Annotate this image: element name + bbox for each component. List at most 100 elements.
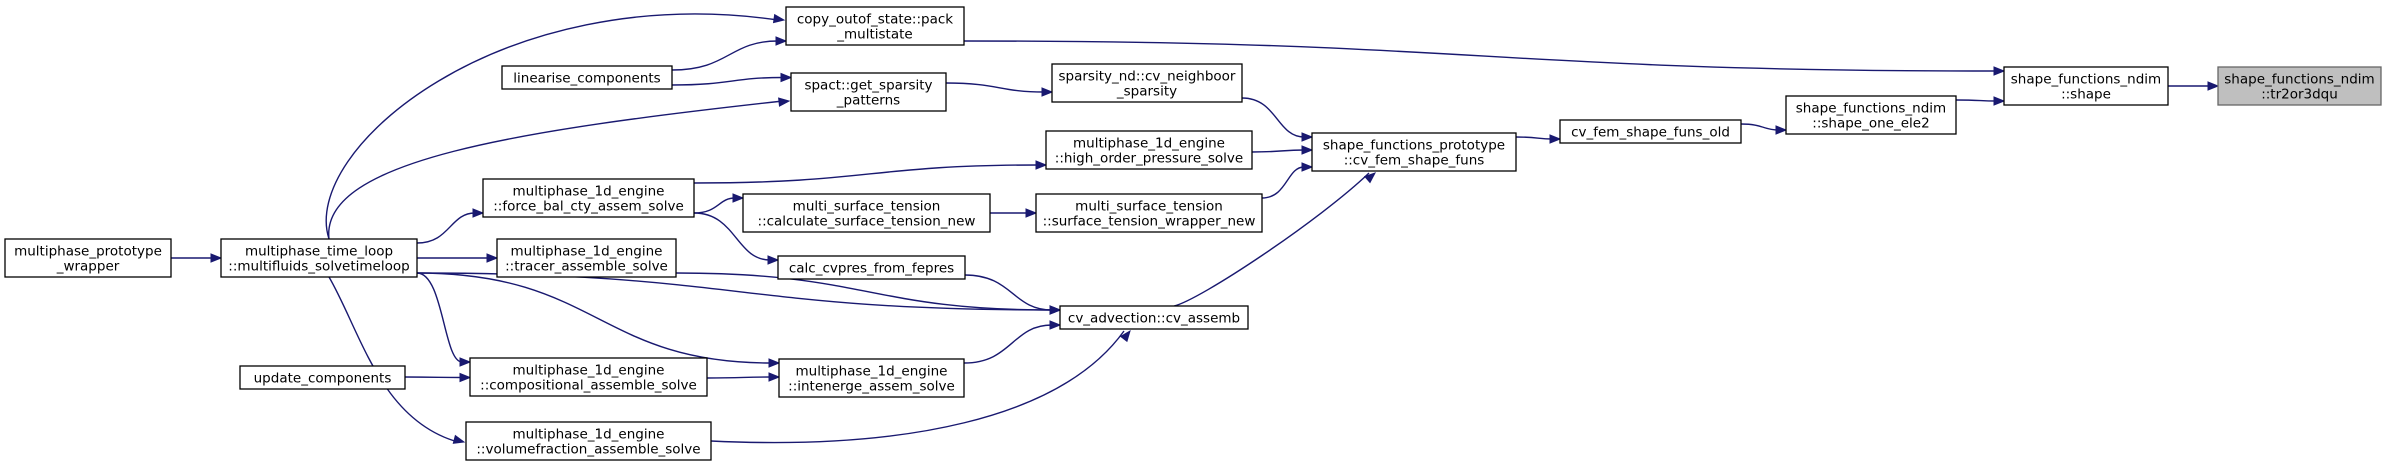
node-cv-fem-shape-funs[interactable]: shape_functions_prototype::cv_fem_shape_…	[1311, 132, 1517, 172]
node-multiphase-prototype-wrapper[interactable]: multiphase_prototype_wrapper	[4, 238, 172, 278]
node-calculate-surface-tension-new[interactable]: multi_surface_tension::calculate_surface…	[742, 193, 991, 233]
node-update-components[interactable]: update_components	[239, 365, 406, 390]
node-label: ::shape_one_ele2	[1812, 116, 1929, 132]
edge-copy-outof-state-to-shape	[963, 40, 1997, 72]
node-box	[496, 238, 677, 278]
node-surface-tension-wrapper-new[interactable]: multi_surface_tension::surface_tension_w…	[1035, 193, 1263, 233]
node-label: ::calculate_surface_tension_new	[758, 214, 976, 230]
node-box	[1785, 95, 1957, 135]
edge-arrowhead	[780, 72, 793, 83]
edge-arrowhead	[2207, 81, 2220, 91]
edge-arrowhead	[1301, 132, 1314, 142]
node-get-sparsity-patterns[interactable]: spact::get_sparsity_patterns	[790, 72, 947, 112]
edge-multifluids-solvetimeloop-to-copy-outof-state	[325, 13, 779, 240]
node-box	[1059, 305, 1249, 330]
edge-arrowhead	[459, 372, 472, 383]
node-box	[501, 65, 673, 90]
node-label: update_components	[254, 371, 392, 387]
edge-get-sparsity-patterns-to-cv-neighboor-sparsity	[945, 82, 1045, 93]
node-high-order-pressure-solve[interactable]: multiphase_1d_engine::high_order_pressur…	[1045, 130, 1253, 170]
node-label: shape_functions_ndim	[2011, 72, 2161, 88]
edge-arrowhead	[1049, 305, 1062, 315]
node-label: calc_cvpres_from_fepres	[789, 261, 954, 277]
edge-high-order-pressure-solve-to-cv-fem-shape-funs	[1251, 149, 1305, 153]
node-label: multiphase_1d_engine	[511, 244, 663, 260]
node-multifluids-solvetimeloop[interactable]: multiphase_time_loop::multifluids_solvet…	[220, 238, 418, 278]
node-label: multiphase_1d_engine	[796, 364, 948, 380]
edge-shape-one-ele2-to-shape	[1955, 99, 1997, 102]
edge-arrowhead	[732, 193, 745, 203]
node-label: multiphase_1d_engine	[513, 363, 665, 379]
call-graph-nodes: shape_functions_ndim::tr2or3dqushape_fun…	[4, 6, 2382, 461]
node-label: ::tracer_assemble_solve	[505, 259, 668, 275]
node-box	[4, 238, 172, 278]
node-label: shape_functions_ndim	[1796, 101, 1946, 117]
edge-force-bal-cty-assem-solve-to-calc-cvpres-from-fepres	[693, 212, 771, 261]
node-box	[1045, 130, 1253, 170]
node-cv-fem-shape-funs-old[interactable]: cv_fem_shape_funs_old	[1559, 119, 1742, 144]
node-shape[interactable]: shape_functions_ndim::shape	[2003, 66, 2169, 106]
edge-linearise-components-to-get-sparsity-patterns	[671, 76, 784, 86]
node-box	[482, 178, 695, 218]
edge-arrowhead	[1549, 134, 1562, 144]
edge-compositional-assemble-solve-to-intenerge-assem-solve	[706, 376, 772, 379]
edge-force-bal-cty-assem-solve-to-high-order-pressure-solve	[693, 164, 1039, 184]
node-box	[742, 193, 991, 233]
edge-arrowhead	[1041, 87, 1054, 97]
node-box	[465, 421, 712, 461]
node-calc-cvpres-from-fepres[interactable]: calc_cvpres_from_fepres	[777, 255, 966, 280]
edge-arrowhead	[459, 357, 472, 367]
node-label: shape_functions_ndim	[2224, 72, 2374, 88]
node-shape-one-ele2[interactable]: shape_functions_ndim::shape_one_ele2	[1785, 95, 1957, 135]
node-label: cv_fem_shape_funs_old	[1571, 125, 1730, 141]
node-label: ::cv_fem_shape_funs	[1344, 153, 1485, 169]
node-box	[1311, 132, 1517, 172]
node-compositional-assemble-solve[interactable]: multiphase_1d_engine::compositional_asse…	[469, 357, 708, 397]
edge-arrowhead	[1025, 208, 1038, 218]
node-box	[239, 365, 406, 390]
node-label: ::surface_tension_wrapper_new	[1043, 214, 1256, 230]
edge-intenerge-assem-solve-to-cv-assemb	[963, 324, 1053, 364]
edge-arrowhead	[1775, 125, 1788, 135]
node-linearise-components[interactable]: linearise_components	[501, 65, 673, 90]
edge-arrowhead	[452, 434, 466, 444]
edge-arrowhead	[210, 253, 223, 263]
node-label: ::multifluids_solvetimeloop	[228, 259, 409, 275]
edge-arrowhead	[772, 13, 786, 24]
node-force-bal-cty-assem-solve[interactable]: multiphase_1d_engine::force_bal_cty_asse…	[482, 178, 695, 218]
node-tracer-assemble-solve[interactable]: multiphase_1d_engine::tracer_assemble_so…	[496, 238, 677, 278]
edge-cv-neighboor-sparsity-to-cv-fem-shape-funs	[1241, 97, 1305, 138]
edge-arrowhead	[778, 97, 791, 107]
edge-arrowhead	[768, 358, 781, 368]
edge-multifluids-solvetimeloop-to-force-bal-cty-assem-solve	[416, 212, 476, 244]
edge-tracer-assemble-solve-to-cv-assemb	[675, 272, 1053, 311]
edge-update-components-to-compositional-assemble-solve	[404, 376, 463, 379]
call-graph-edges	[170, 13, 2220, 444]
node-label: multiphase_1d_engine	[513, 427, 665, 443]
node-label: linearise_components	[513, 71, 660, 87]
edge-arrowhead	[1363, 172, 1377, 184]
node-copy-outof-state[interactable]: copy_outof_state::pack_multistate	[785, 6, 965, 46]
node-volumefraction-assemble-solve[interactable]: multiphase_1d_engine::volumefraction_ass…	[465, 421, 712, 461]
node-box	[469, 357, 708, 397]
node-cv-assemb[interactable]: cv_advection::cv_assemb	[1059, 305, 1249, 330]
node-label: ::shape	[2061, 87, 2111, 103]
node-box	[790, 72, 947, 112]
node-tr2or3dqu[interactable]: shape_functions_ndim::tr2or3dqu	[2217, 66, 2382, 106]
node-label: multiphase_prototype	[14, 244, 162, 260]
edge-linearise-components-to-copy-outof-state	[671, 40, 779, 71]
node-label: multiphase_time_loop	[245, 244, 393, 260]
node-intenerge-assem-solve[interactable]: multiphase_1d_engine::intenerge_assem_so…	[778, 358, 965, 398]
edge-multifluids-solvetimeloop-to-compositional-assemble-solve	[416, 272, 463, 363]
edge-arrowhead	[1035, 160, 1048, 170]
node-label: ::tr2or3dqu	[2261, 87, 2338, 103]
edge-arrowhead	[1049, 320, 1062, 330]
node-label: _sparsity	[1116, 84, 1177, 100]
edge-cv-fem-shape-funs-old-to-shape-one-ele2	[1740, 123, 1779, 131]
edge-surface-tension-wrapper-new-to-cv-fem-shape-funs	[1261, 166, 1305, 199]
edge-force-bal-cty-assem-solve-to-calculate-surface-tension-new	[693, 197, 736, 214]
node-box	[2217, 66, 2382, 106]
node-cv-neighboor-sparsity[interactable]: sparsity_nd::cv_neighboor_sparsity	[1051, 63, 1243, 103]
edge-cv-assemb-to-cv-fem-shape-funs	[1173, 172, 1370, 307]
node-label: sparsity_nd::cv_neighboor	[1058, 69, 1235, 85]
